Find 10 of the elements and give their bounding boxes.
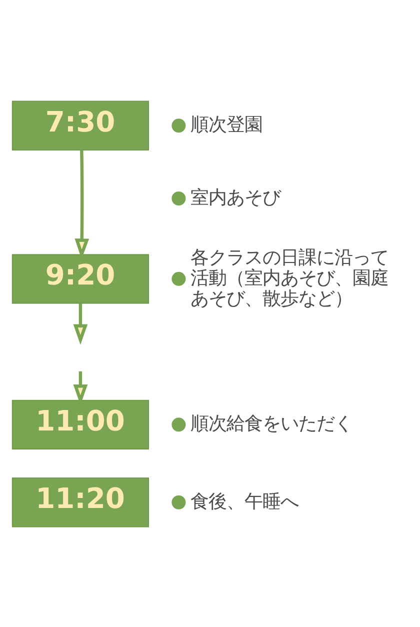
node-box: 7:30 [12, 100, 149, 150]
node-label: 室内あそび [190, 186, 281, 208]
node-label: 各クラスの日課に沿って活動（室内あそび、園庭あそび、散歩など） [190, 246, 389, 309]
node-label: 順次給食をいただく [190, 413, 353, 434]
node-box: 9:20 [12, 254, 149, 304]
node-box: 11:00 [12, 399, 149, 449]
arrow [73, 302, 88, 344]
node-label: 食後、午睡へ [190, 490, 299, 512]
node-label: 順次登園 [190, 114, 263, 136]
node-box: 11:20 [12, 477, 149, 527]
